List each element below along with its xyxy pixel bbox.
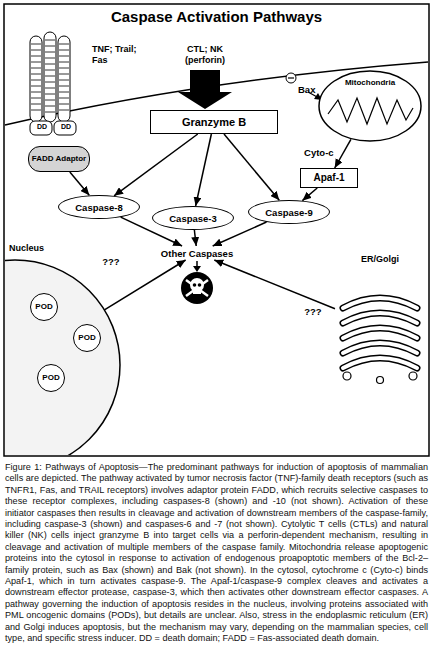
skull-jaw [193, 289, 201, 294]
nucleus-region: NucleusPODPODPOD [5, 258, 123, 455]
connector-arrow [70, 172, 89, 195]
outer-membrane [319, 71, 421, 141]
pod-circle: POD [30, 293, 58, 321]
er-golgi-region: ER/Golgi [335, 268, 425, 386]
skull-eye [198, 283, 202, 287]
caspase-ellipse: Caspase-9 [248, 200, 330, 224]
inhibit-symbol [286, 73, 296, 83]
node-text: Mitochondria [318, 70, 422, 88]
golgi-symbol [335, 268, 425, 386]
cisterna-lumen [343, 343, 417, 353]
node-text: Granzyme B [182, 116, 246, 129]
receptor-chain [30, 36, 42, 122]
diagram-title: Caspase Activation Pathways [4, 8, 429, 25]
connector-arrow [214, 260, 335, 309]
edge-label: ??? [304, 306, 321, 317]
vesicle [377, 377, 384, 384]
node-text: Caspase-9 [265, 207, 313, 218]
connector-arrow [196, 134, 212, 206]
vesicle [343, 372, 351, 380]
diagram-label: DD [31, 123, 53, 132]
node-text: FADD Adaptor [32, 154, 86, 164]
edge-label: Cyto-c [304, 146, 334, 157]
receptor-stripes [31, 40, 69, 112]
cristae [328, 98, 413, 124]
figure-caption: Figure 1: Pathways of Apoptosis—The pred… [5, 462, 428, 645]
connector-arrow [224, 134, 279, 200]
cisterna-lumen [343, 313, 417, 323]
skull-disc [181, 272, 213, 304]
nucleus-symbol [5, 258, 123, 455]
node-text: POD [42, 373, 59, 383]
diagram-label: Bax [298, 84, 328, 95]
connector-arrow [335, 139, 351, 168]
cisterna-lumen [343, 298, 417, 308]
connector-arrow [114, 134, 198, 196]
node-text: ER/Golgi [335, 254, 425, 265]
caspase-ellipse: Caspase-8 [58, 195, 140, 219]
connector-arrow [213, 222, 267, 246]
node-text: Apaf-1 [313, 172, 344, 184]
pod-circle: POD [37, 364, 65, 392]
edge-label: ??? [102, 256, 119, 267]
node-text: Other Caspases [161, 248, 233, 259]
minus-sign [288, 77, 294, 78]
cisterna-lumen [343, 358, 417, 368]
connector-arrow [194, 230, 196, 246]
adaptor-box: FADD Adaptor [28, 146, 90, 172]
death-domain-shape [30, 121, 52, 135]
caspase-ellipse: Caspase-3 [152, 206, 234, 230]
death-arrowhead [193, 266, 201, 272]
connector-arrow [302, 188, 317, 201]
cisterna-lumen [343, 328, 417, 338]
receptor-symbol [30, 32, 76, 135]
skull-symbol [181, 272, 213, 304]
node-text: Nucleus [9, 243, 44, 254]
node-text: POD [78, 333, 95, 343]
injection-arrow [178, 70, 232, 109]
organelle-shape: Mitochondria [318, 70, 422, 142]
node-text: Caspase-3 [169, 213, 217, 224]
connector-arrow [121, 217, 182, 246]
skull-eye [193, 283, 197, 287]
caspase-group: Other Caspases [156, 246, 238, 260]
receptor-chain [44, 32, 56, 122]
connector-arrow [104, 260, 185, 310]
receptor-chain [58, 36, 70, 122]
pod-circle: POD [73, 324, 101, 352]
diagram-label: DD [55, 123, 77, 132]
node-text: POD [35, 302, 52, 312]
cisterna-outline [343, 313, 417, 323]
diagram-label: TNF; Trail; Fas [92, 44, 148, 65]
node-text: Caspase-8 [75, 202, 123, 213]
death-domain-shape [54, 121, 76, 135]
cisterna-outline [343, 358, 417, 368]
cisterna-outline [343, 328, 417, 338]
enzyme-box: Granzyme B [150, 110, 278, 134]
vesicle [409, 372, 417, 380]
cisterna-outline [343, 343, 417, 353]
protein-box: Apaf-1 [300, 168, 358, 188]
nuclear-envelope [5, 260, 120, 455]
cisterna-outline [343, 298, 417, 308]
diagram-label: CTL; NK (perforin) [170, 44, 240, 65]
